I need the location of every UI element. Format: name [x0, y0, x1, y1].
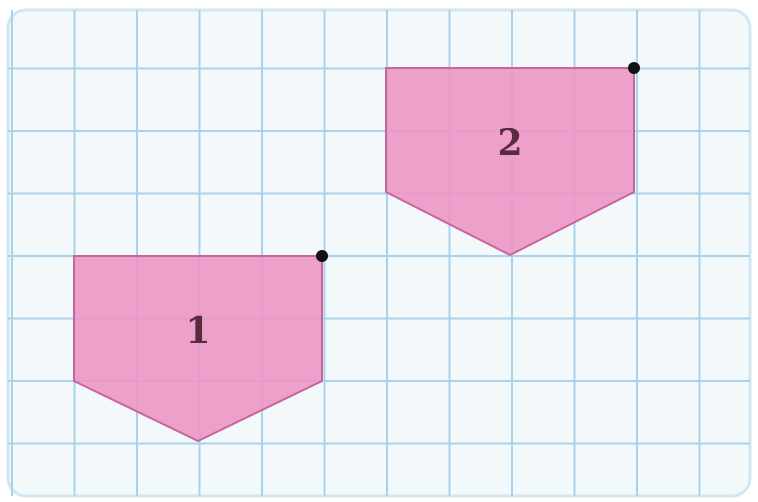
pentagon-2: 2	[385, 62, 640, 257]
pentagon-2-shape	[385, 67, 635, 257]
pentagon-1-shape	[73, 255, 323, 443]
pentagon-2-vertex-marker	[628, 62, 640, 74]
pentagon-2-label: 2	[497, 122, 522, 164]
grid-panel	[6, 8, 752, 498]
pentagon-1: 1	[73, 250, 328, 443]
pentagon-1-label: 1	[185, 310, 210, 352]
pentagon-1-vertex-marker	[316, 250, 328, 262]
